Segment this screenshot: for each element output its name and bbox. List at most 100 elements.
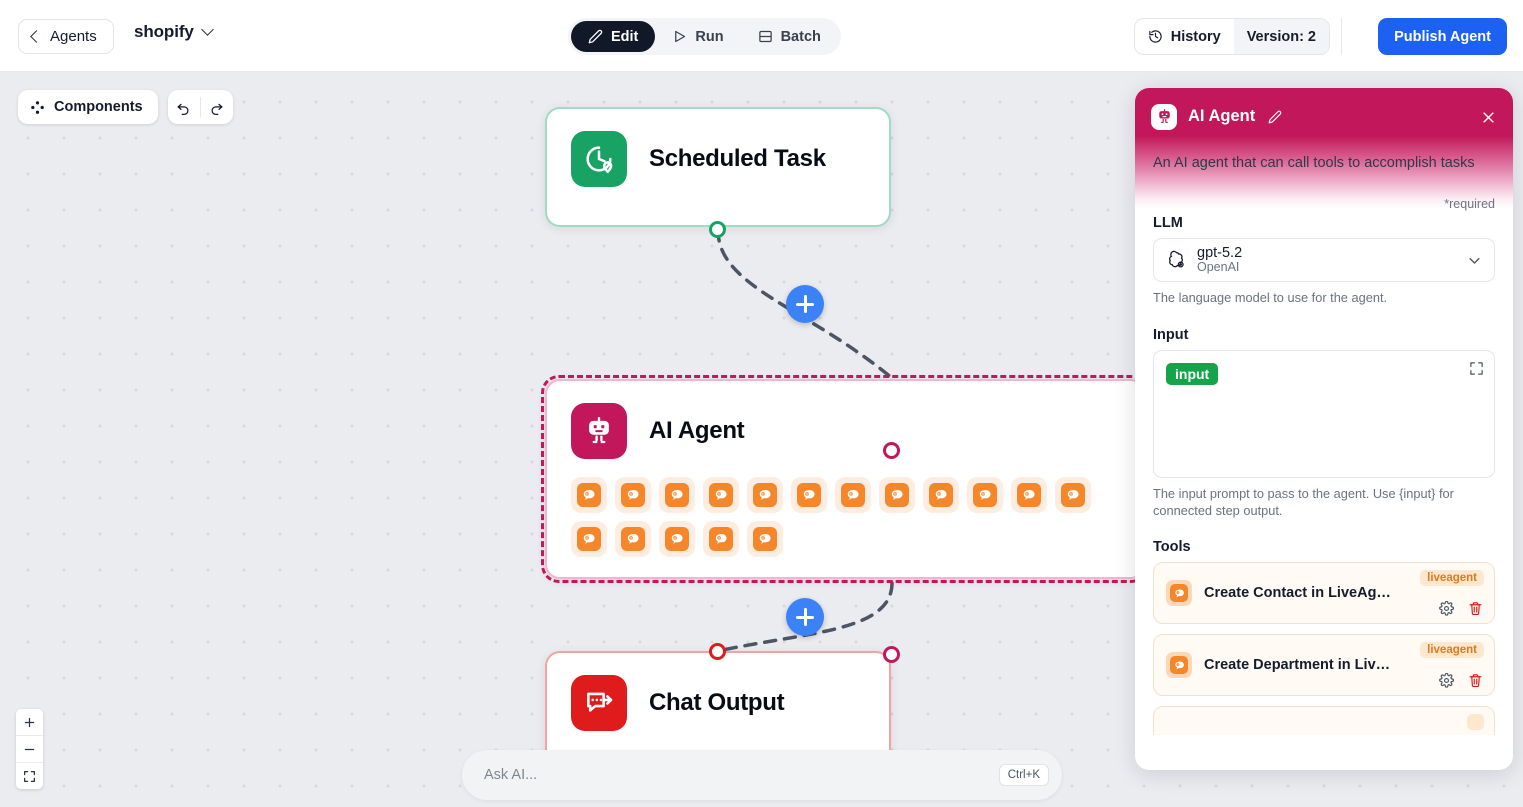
node-tool-chip[interactable]: @ (703, 521, 739, 557)
node-tool-chip[interactable]: @ (747, 477, 783, 513)
fit-view-icon (24, 770, 35, 782)
svg-text:@: @ (630, 492, 633, 496)
close-panel-button[interactable] (1477, 106, 1499, 128)
undo-redo-group (167, 90, 233, 124)
undo-icon (177, 103, 189, 115)
node-tool-chip[interactable]: @ (703, 477, 739, 513)
handle-scheduled-task-output[interactable] (709, 221, 726, 238)
node-tool-chip[interactable]: @ (615, 521, 651, 557)
node-tool-chip[interactable]: @ (879, 477, 915, 513)
top-bar: Agents shopify Edit Run (0, 0, 1523, 72)
workflow-name-dropdown[interactable]: shopify (134, 22, 214, 42)
liveagent-icon: @ (665, 483, 689, 507)
tab-batch-label: Batch (780, 28, 821, 45)
tool-settings-button[interactable] (1439, 673, 1454, 688)
rename-panel-button[interactable] (1268, 110, 1282, 124)
liveagent-icon: @ (577, 527, 601, 551)
pencil-icon (1268, 110, 1282, 123)
handle-chat-output-input[interactable] (709, 643, 726, 660)
liveagent-icon: @ (1166, 580, 1192, 607)
svg-text:@: @ (674, 492, 677, 496)
node-tool-chip[interactable]: @ (659, 477, 695, 513)
tool-card[interactable] (1153, 706, 1495, 736)
ask-ai-bar[interactable]: Ask AI... Ctrl+K (462, 750, 1062, 800)
tab-batch[interactable]: Batch (741, 21, 838, 52)
svg-text:@: @ (938, 492, 941, 496)
fit-view-button[interactable] (16, 763, 43, 789)
node-tool-chip[interactable]: @ (967, 477, 1003, 513)
node-tool-chip[interactable]: @ (571, 521, 607, 557)
node-tool-chip[interactable]: @ (835, 477, 871, 513)
liveagent-icon: @ (885, 483, 909, 507)
liveagent-icon: @ (753, 527, 777, 551)
node-tool-chip[interactable]: @ (615, 477, 651, 513)
liveagent-icon: @ (709, 483, 733, 507)
expand-icon (1470, 361, 1483, 375)
ask-ai-input[interactable]: Ask AI... (484, 767, 538, 783)
handle-ai-agent-output[interactable] (883, 646, 900, 663)
expand-input-button[interactable] (1469, 361, 1484, 381)
llm-field-help: The language model to use for the agent. (1153, 290, 1388, 306)
node-tool-chip[interactable]: @ (659, 521, 695, 557)
node-scheduled-task[interactable]: Scheduled Task (545, 107, 891, 227)
liveagent-icon: @ (577, 483, 601, 507)
zoom-divider-2 (16, 762, 43, 763)
history-button[interactable]: History (1135, 19, 1234, 54)
tool-card[interactable]: @Create Department in LiveAg...liveagent (1153, 634, 1495, 697)
field-spacer (1153, 307, 1495, 327)
panel-title: AI Agent (1188, 107, 1256, 125)
node-tool-chip[interactable]: @ (923, 477, 959, 513)
tool-name: Create Department in LiveAg... (1204, 657, 1396, 674)
zoom-in-button[interactable] (16, 709, 43, 735)
zoom-divider-1 (16, 735, 43, 736)
close-icon (1482, 111, 1494, 123)
required-note: *required (1444, 197, 1495, 212)
robot-icon (571, 403, 627, 459)
liveagent-icon: @ (841, 483, 865, 507)
undo-button[interactable] (168, 90, 200, 124)
node-tool-chip[interactable]: @ (791, 477, 827, 513)
zoom-out-button[interactable] (16, 736, 43, 762)
batch-icon (758, 30, 772, 43)
input-token-chip[interactable]: input (1166, 362, 1219, 385)
svg-text:@: @ (674, 536, 677, 540)
llm-model-select[interactable]: gpt-5.2 OpenAI (1153, 238, 1495, 283)
node-tool-chip[interactable]: @ (747, 521, 783, 557)
ask-ai-shortcut-badge: Ctrl+K (998, 764, 1049, 786)
node-tool-chip[interactable]: @ (1055, 477, 1091, 513)
tool-delete-button[interactable] (1468, 601, 1483, 616)
liveagent-icon: @ (1017, 483, 1041, 507)
node-tool-chip[interactable]: @ (571, 477, 607, 513)
tab-edit[interactable]: Edit (571, 21, 656, 52)
plus-icon (24, 717, 35, 727)
redo-button[interactable] (201, 90, 233, 124)
tool-settings-button[interactable] (1439, 601, 1454, 616)
node-ai-agent[interactable]: AI Agent @@@@@@@@@@@@@@@@@ (545, 379, 1145, 579)
history-version-group: History Version: 2 (1133, 18, 1330, 55)
components-button[interactable]: Components (18, 90, 158, 124)
svg-text:@: @ (630, 536, 633, 540)
input-prompt-textarea[interactable]: input (1153, 349, 1495, 478)
chevron-down-icon (1469, 257, 1480, 264)
svg-text:@: @ (586, 492, 589, 496)
version-badge[interactable]: Version: 2 (1233, 19, 1329, 54)
liveagent-icon: @ (797, 483, 821, 507)
zoom-controls (16, 709, 43, 789)
svg-text:@: @ (1026, 492, 1029, 496)
chevron-left-icon (30, 30, 43, 43)
back-to-agents-button[interactable]: Agents (18, 19, 114, 54)
add-step-button-lower[interactable] (786, 598, 824, 636)
canvas-toolbar: Components (18, 90, 233, 124)
tool-delete-button[interactable] (1468, 673, 1483, 688)
liveagent-icon: @ (1061, 483, 1085, 507)
handle-ai-agent-input[interactable] (883, 442, 900, 459)
publish-agent-button[interactable]: Publish Agent (1378, 18, 1507, 55)
panel-description: An AI agent that can call tools to accom… (1153, 155, 1475, 171)
tab-run[interactable]: Run (655, 21, 740, 52)
node-tool-chip[interactable]: @ (1011, 477, 1047, 513)
openai-icon (1169, 251, 1184, 268)
add-step-button-upper[interactable] (786, 285, 824, 323)
tool-provider-tag: liveagent (1420, 570, 1484, 587)
history-icon (1149, 30, 1162, 43)
